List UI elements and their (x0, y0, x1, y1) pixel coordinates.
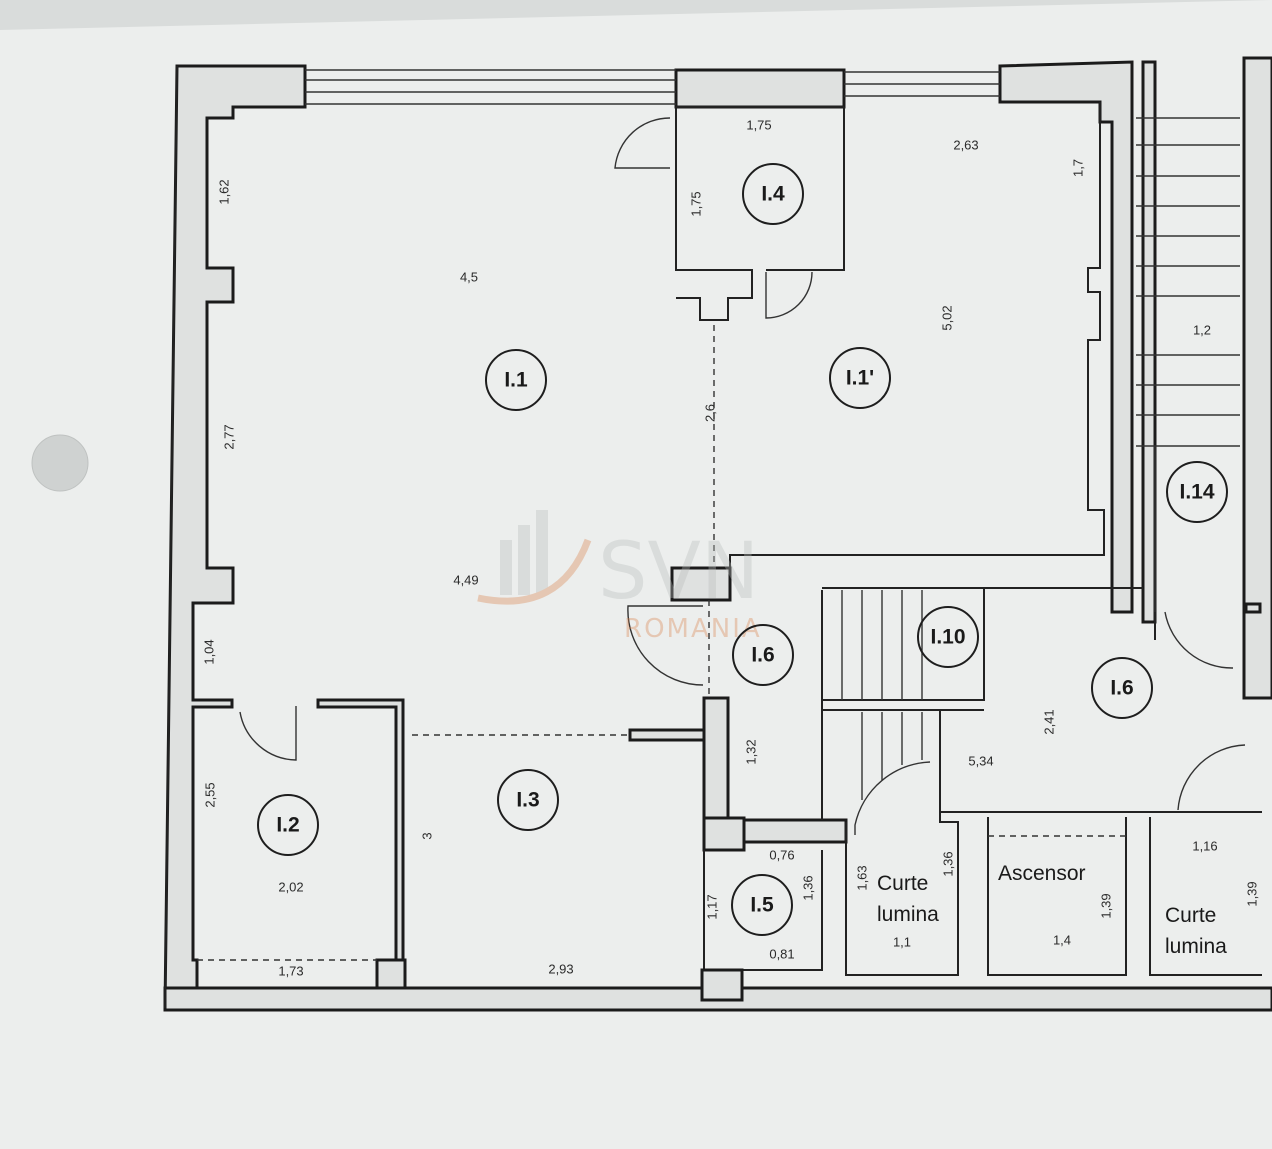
dim-label: 2,93 (548, 962, 573, 977)
ascensor-label: Ascensor (998, 862, 1086, 885)
svg-text:I.3: I.3 (516, 789, 539, 812)
dim-label: 0,76 (769, 848, 794, 863)
curte-lumina-2-line1: Curte (1165, 904, 1216, 927)
svg-text:I.6: I.6 (1110, 677, 1133, 700)
watermark-swoosh (477, 538, 592, 605)
dim-label: 1,2 (1193, 323, 1211, 338)
room-tag-i1: I.1 (485, 349, 547, 411)
room-tag-i5: I.5 (731, 874, 793, 936)
room-tag-i4: I.4 (742, 163, 804, 225)
watermark-bar (536, 510, 548, 595)
dim-label: 3 (420, 832, 435, 839)
watermark-bar (500, 540, 512, 595)
svg-text:I.5: I.5 (750, 894, 774, 917)
room-tag-i1-prime: I.1' (829, 347, 891, 409)
dim-label: 1,16 (1192, 839, 1217, 854)
dim-label: 2,02 (278, 880, 303, 895)
dim-label: 5,02 (940, 305, 955, 330)
interior-walls (197, 587, 1262, 1002)
dim-label: 4,5 (460, 270, 478, 285)
dim-label: 1,39 (1245, 881, 1260, 906)
dim-label: 2,63 (953, 138, 978, 153)
curte-lumina-1-line1: Curte (877, 872, 928, 895)
svg-text:I.6: I.6 (751, 644, 774, 667)
dim-label: 1,73 (278, 964, 303, 979)
dim-label: 2,55 (203, 782, 218, 807)
svg-text:I.1: I.1 (504, 369, 528, 392)
binder-hole (31, 434, 89, 492)
room-tag-i3: I.3 (497, 769, 559, 831)
dim-label: 5,34 (968, 754, 993, 769)
room-tag-i6-hall: I.6 (732, 624, 794, 686)
curte-lumina-2-line2: lumina (1165, 935, 1227, 958)
watermark-country: ROMANIA (624, 614, 762, 644)
dim-label: 1,36 (941, 851, 956, 876)
dim-label: 2,77 (222, 424, 237, 449)
dim-label: 1,75 (689, 191, 704, 216)
dim-label: 1,32 (744, 739, 759, 764)
windows (305, 69, 1000, 105)
dim-label: 1,4 (1053, 933, 1071, 948)
watermark-brand: SVN (598, 527, 759, 617)
dim-label: 1,7 (1071, 159, 1086, 177)
dim-label: 1,36 (801, 875, 816, 900)
svg-text:I.14: I.14 (1179, 481, 1214, 504)
room-tag-i6: I.6 (1091, 657, 1153, 719)
svg-text:I.10: I.10 (930, 626, 965, 649)
watermark-bar (518, 525, 530, 595)
staircase (841, 117, 1240, 800)
dim-label: 2,41 (1042, 709, 1057, 734)
dim-label: 4,49 (453, 573, 478, 588)
svg-text:I.2: I.2 (276, 814, 299, 837)
room-tag-i14: I.14 (1166, 461, 1228, 523)
doors (239, 117, 1246, 835)
dim-label: 0,81 (769, 947, 794, 962)
dim-label: 2,6 (703, 404, 718, 422)
dim-label: 1,75 (746, 118, 771, 133)
dim-label: 1,39 (1099, 893, 1114, 918)
dim-label: 1,1 (893, 935, 911, 950)
dim-label: 1,62 (217, 179, 232, 204)
svg-text:I.4: I.4 (761, 183, 785, 206)
dim-label: 1,04 (202, 639, 217, 664)
curte-lumina-1-line2: lumina (877, 903, 939, 926)
room-tag-i2: I.2 (257, 794, 319, 856)
room-i4-walls (675, 106, 845, 568)
svg-text:I.1': I.1' (846, 367, 874, 390)
dim-label: 1,17 (705, 894, 720, 919)
dim-label: 1,63 (855, 865, 870, 890)
room-tag-i10: I.10 (917, 606, 979, 668)
